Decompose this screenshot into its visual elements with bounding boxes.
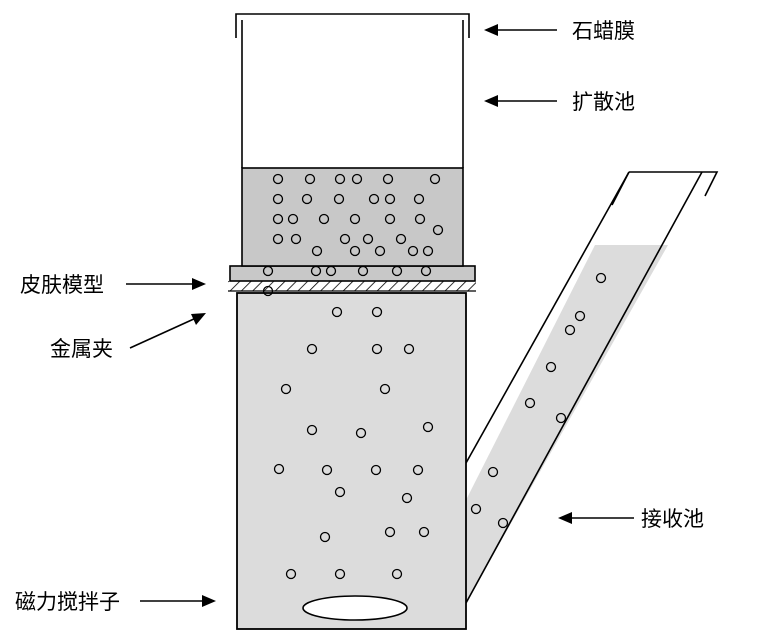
particle [524,397,536,409]
particle [420,265,432,277]
particle [331,306,343,318]
particle [339,233,351,245]
label-receptor-cell: 接收池 [558,507,704,531]
particle [384,213,396,225]
particle [470,503,482,515]
particle [395,233,407,245]
particle [401,492,413,504]
particle [321,464,333,476]
particle [432,224,444,236]
particle [545,361,557,373]
particle [273,463,285,475]
particle [304,173,316,185]
particle [280,383,292,395]
particle [349,213,361,225]
particle [374,245,386,257]
particle [391,568,403,580]
particle [384,526,396,538]
particle [403,343,415,355]
particle [368,193,380,205]
particle [351,173,363,185]
particle [497,517,509,529]
paraffin-film-text: 石蜡膜 [572,19,635,43]
label-skin-model: 皮肤模型 [20,273,206,297]
particle [262,265,274,277]
particle [272,173,284,185]
particle [334,486,346,498]
particle [407,245,419,257]
particle [414,213,426,225]
particle [272,213,284,225]
label-paraffin-film: 石蜡膜 [484,19,635,43]
metal-clamp-text: 金属夹 [50,337,113,361]
particle [412,464,424,476]
skin-model-text: 皮肤模型 [20,273,104,297]
donor-solution [241,167,464,267]
particle [287,213,299,225]
particle [310,265,322,277]
clamp-hatch [228,281,476,291]
drug-particles [262,173,607,580]
particle [391,265,403,277]
particle [334,173,346,185]
particle [285,568,297,580]
particle [333,193,345,205]
particle [379,383,391,395]
particle [384,193,396,205]
particle [311,245,323,257]
particle [413,193,425,205]
particle [318,213,330,225]
particle [290,233,302,245]
particle [262,285,274,297]
magnetic-stir-bar [302,595,408,621]
particle [357,265,369,277]
particle [564,324,576,336]
diffusion-cell-text: 扩散池 [572,90,635,114]
particle [325,265,337,277]
sampling-arm [465,171,719,604]
particle [301,193,313,205]
particle [334,568,346,580]
magnetic-stirrer-text: 磁力搅拌子 [15,590,120,614]
particle [371,306,383,318]
particle [349,245,361,257]
label-metal-clamp: 金属夹 [50,313,206,361]
particle [555,412,567,424]
receptor-cell-text: 接收池 [641,507,704,531]
particle [362,233,374,245]
label-magnetic-stirrer: 磁力搅拌子 [15,590,216,614]
particle [418,526,430,538]
particle [429,173,441,185]
particle [371,343,383,355]
particle [370,464,382,476]
particle [595,272,607,284]
particle [382,173,394,185]
particle [272,193,284,205]
label-diffusion-cell: 扩散池 [484,90,635,114]
particle [306,424,318,436]
particle [422,245,434,257]
particle [272,233,284,245]
paraffin-film [235,13,470,38]
particle [306,343,318,355]
particle [487,466,499,478]
receptor-chamber [236,292,467,630]
particle [574,310,586,322]
particle [422,421,434,433]
particle [319,531,331,543]
particle [355,427,367,439]
diffusion-cell-walls [241,20,464,168]
skin-membrane [229,265,476,282]
